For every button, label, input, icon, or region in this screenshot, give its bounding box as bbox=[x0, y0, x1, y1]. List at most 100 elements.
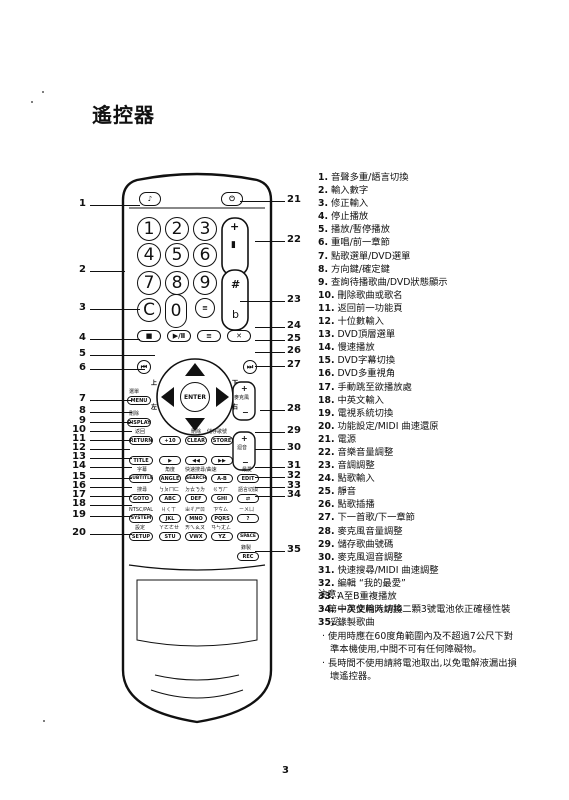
digit-7-button[interactable]: 7 bbox=[137, 271, 161, 295]
power-button[interactable]: ⏻ bbox=[221, 192, 243, 206]
callout-number: 29 bbox=[287, 425, 301, 436]
callout-leader-line bbox=[255, 352, 285, 353]
edit-button[interactable]: EDIT bbox=[237, 474, 259, 483]
legend-item: 26. 點歌插播 bbox=[318, 498, 448, 511]
digit-1-button[interactable]: 1 bbox=[137, 217, 161, 241]
digit-2-button[interactable]: 2 bbox=[165, 217, 189, 241]
digit-9-button[interactable]: 9 bbox=[193, 271, 217, 295]
callout-leader-line bbox=[255, 449, 285, 450]
mute-button[interactable]: ✕ bbox=[227, 330, 251, 342]
song-input-icon: ≡ bbox=[202, 304, 208, 312]
slow-button[interactable]: ▶ bbox=[159, 456, 181, 465]
speaker-icon: ▮ bbox=[231, 240, 236, 250]
callout-number: 33 bbox=[287, 480, 301, 491]
rewind-button[interactable]: ◀◀ bbox=[185, 456, 207, 465]
fast-forward-icon: ▶▶ bbox=[218, 457, 226, 464]
previous-button[interactable]: ⏮ bbox=[137, 360, 151, 374]
digit-3-button[interactable]: 3 bbox=[193, 217, 217, 241]
yz-button[interactable]: YZ bbox=[211, 532, 233, 541]
callout-leader-line bbox=[90, 516, 132, 517]
play-pause-icon: ▶/Ⅱ bbox=[172, 332, 186, 340]
legend-text: 錄製歌曲 bbox=[337, 617, 375, 629]
legend-number: 22. bbox=[318, 446, 335, 458]
jkl-button[interactable]: JKL bbox=[159, 514, 181, 523]
mno-top-label: ㄓㄔㄕㄖ bbox=[185, 507, 206, 513]
legend-number: 23. bbox=[318, 460, 335, 472]
legend-item: 5. 播放/暫停播放 bbox=[318, 223, 448, 236]
callout-leader-line bbox=[90, 271, 125, 272]
clear-c-button[interactable]: C bbox=[137, 298, 161, 322]
legend-text: 麥克風迴音調整 bbox=[337, 551, 403, 563]
subtitle-button[interactable]: SUBTITLE bbox=[128, 474, 154, 483]
audio-language-button[interactable]: ♪ bbox=[139, 192, 161, 206]
legend-number: 13. bbox=[318, 329, 335, 341]
subtitle-top-label: 字幕 bbox=[137, 467, 148, 473]
legend-number: 31. bbox=[318, 564, 335, 576]
fast-forward-button[interactable]: ▶▶ bbox=[211, 456, 233, 465]
stu-button[interactable]: STU bbox=[159, 532, 181, 541]
plus10-button[interactable]: +10 bbox=[159, 436, 181, 445]
legend-text: 方向鍵/確定鍵 bbox=[330, 263, 390, 275]
digit-0-button[interactable]: 0 bbox=[165, 294, 187, 328]
callout-leader-line bbox=[255, 477, 285, 478]
callout-leader-line bbox=[255, 496, 285, 497]
rec-button[interactable]: REC bbox=[237, 552, 259, 561]
legend-item: 8. 方向鍵/確定鍵 bbox=[318, 263, 448, 276]
previous-icon: ⏮ bbox=[140, 362, 148, 371]
callout-leader-line bbox=[90, 467, 132, 468]
legend-item: 10. 刪除歌曲或歌名 bbox=[318, 289, 448, 302]
legend-number: 6. bbox=[318, 237, 329, 249]
legend-number: 29. bbox=[318, 538, 335, 550]
legend-item: 15. DVD字幕切換 bbox=[318, 354, 448, 367]
return-button[interactable]: RETURN bbox=[129, 436, 153, 445]
question-button[interactable]: ? bbox=[237, 514, 259, 523]
digit-6-button[interactable]: 6 bbox=[193, 243, 217, 267]
pqrs-button[interactable]: PQRS bbox=[211, 514, 233, 523]
legend-item: 33. A至B重複播放 bbox=[318, 590, 448, 603]
abc-button[interactable]: ABC bbox=[159, 494, 181, 503]
digit-8-button[interactable]: 8 bbox=[165, 271, 189, 295]
title-button[interactable]: TITLE bbox=[129, 456, 153, 465]
audio-icon: ♪ bbox=[147, 195, 153, 203]
angle-button[interactable]: ANGLE bbox=[159, 474, 181, 483]
slow-icon: ▶ bbox=[168, 457, 172, 464]
callout-leader-line bbox=[90, 369, 145, 370]
enter-button[interactable]: ENTER bbox=[180, 382, 210, 412]
play-pause-button[interactable]: ▶/Ⅱ bbox=[167, 330, 191, 342]
store-button[interactable]: STORE bbox=[211, 436, 233, 445]
callout-leader-line bbox=[90, 355, 155, 356]
digit-4-button[interactable]: 4 bbox=[137, 243, 161, 267]
callout-number: 6 bbox=[79, 362, 86, 373]
goto-button[interactable]: GOTO bbox=[129, 494, 153, 503]
callout-number: 30 bbox=[287, 442, 301, 453]
ntsc-pal-top-label: NTSC/PAL bbox=[129, 507, 154, 513]
legend-text: 中英文輸入切換 bbox=[337, 604, 403, 616]
song-insert-button[interactable]: ≡ bbox=[197, 330, 221, 342]
setup-button[interactable]: SETUP bbox=[129, 532, 153, 541]
mno-button[interactable]: MNO bbox=[185, 514, 207, 523]
page-number: 3 bbox=[282, 765, 289, 776]
search-button[interactable]: SEARCH bbox=[185, 474, 207, 483]
vwx-button[interactable]: VWX bbox=[185, 532, 207, 541]
digit-5-button[interactable]: 5 bbox=[165, 243, 189, 267]
lang-switch-button[interactable]: ⇄ bbox=[237, 494, 259, 503]
ab-repeat-button[interactable]: A-B bbox=[211, 474, 233, 483]
callout-leader-line bbox=[90, 422, 132, 423]
space-button[interactable]: SPACE bbox=[237, 532, 259, 541]
dir-right-label: 右 bbox=[232, 404, 239, 411]
next-button[interactable]: ⏭ bbox=[243, 360, 257, 374]
stop-button[interactable]: ■ bbox=[137, 330, 161, 342]
def-button[interactable]: DEF bbox=[185, 494, 207, 503]
ghi-button[interactable]: GHI bbox=[211, 494, 233, 503]
legend-text: 停止播放 bbox=[330, 211, 369, 223]
legend-text: 電視系統切換 bbox=[337, 407, 394, 419]
legend-number: 19. bbox=[318, 407, 335, 419]
mic-volume-label: 麥克風 bbox=[234, 395, 250, 401]
clear-button[interactable]: CLEAR bbox=[185, 436, 207, 445]
legend-number: 8. bbox=[318, 263, 329, 275]
system-button[interactable]: SYSTEM bbox=[129, 514, 153, 523]
legend-text: 音調調整 bbox=[337, 460, 375, 472]
song-input-button[interactable]: ≡ bbox=[195, 298, 215, 318]
callout-leader-line bbox=[90, 458, 132, 459]
legend-item: 23. 音調調整 bbox=[318, 459, 448, 472]
